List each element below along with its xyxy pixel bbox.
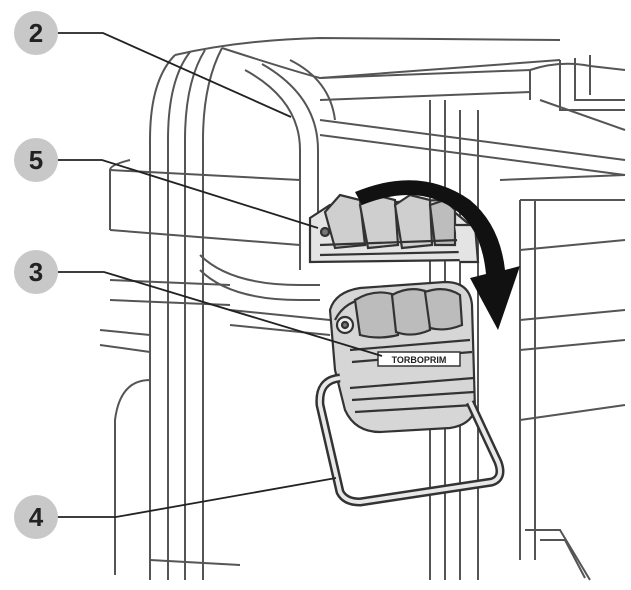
latch-brand-label: TORBOPRIM <box>392 355 447 365</box>
callout-2: 2 <box>14 11 58 55</box>
callout-number: 4 <box>29 502 44 532</box>
leader-line-4 <box>57 477 337 518</box>
latch-clip <box>328 280 477 434</box>
leader-lines <box>57 32 383 518</box>
callout-4: 4 <box>14 495 58 539</box>
callout-number: 2 <box>29 18 43 48</box>
callout-number: 3 <box>29 257 43 287</box>
leader-line-2 <box>57 32 292 118</box>
leader-line-3 <box>57 271 383 357</box>
rotation-arrow-icon <box>355 180 520 330</box>
latch-hook <box>308 193 480 264</box>
callout-3: 3 <box>14 250 58 294</box>
wire-bail <box>315 373 505 507</box>
callout-5: 5 <box>14 138 58 182</box>
callout-number: 5 <box>29 145 43 175</box>
leader-line-5 <box>57 159 319 229</box>
case-body <box>99 36 626 581</box>
